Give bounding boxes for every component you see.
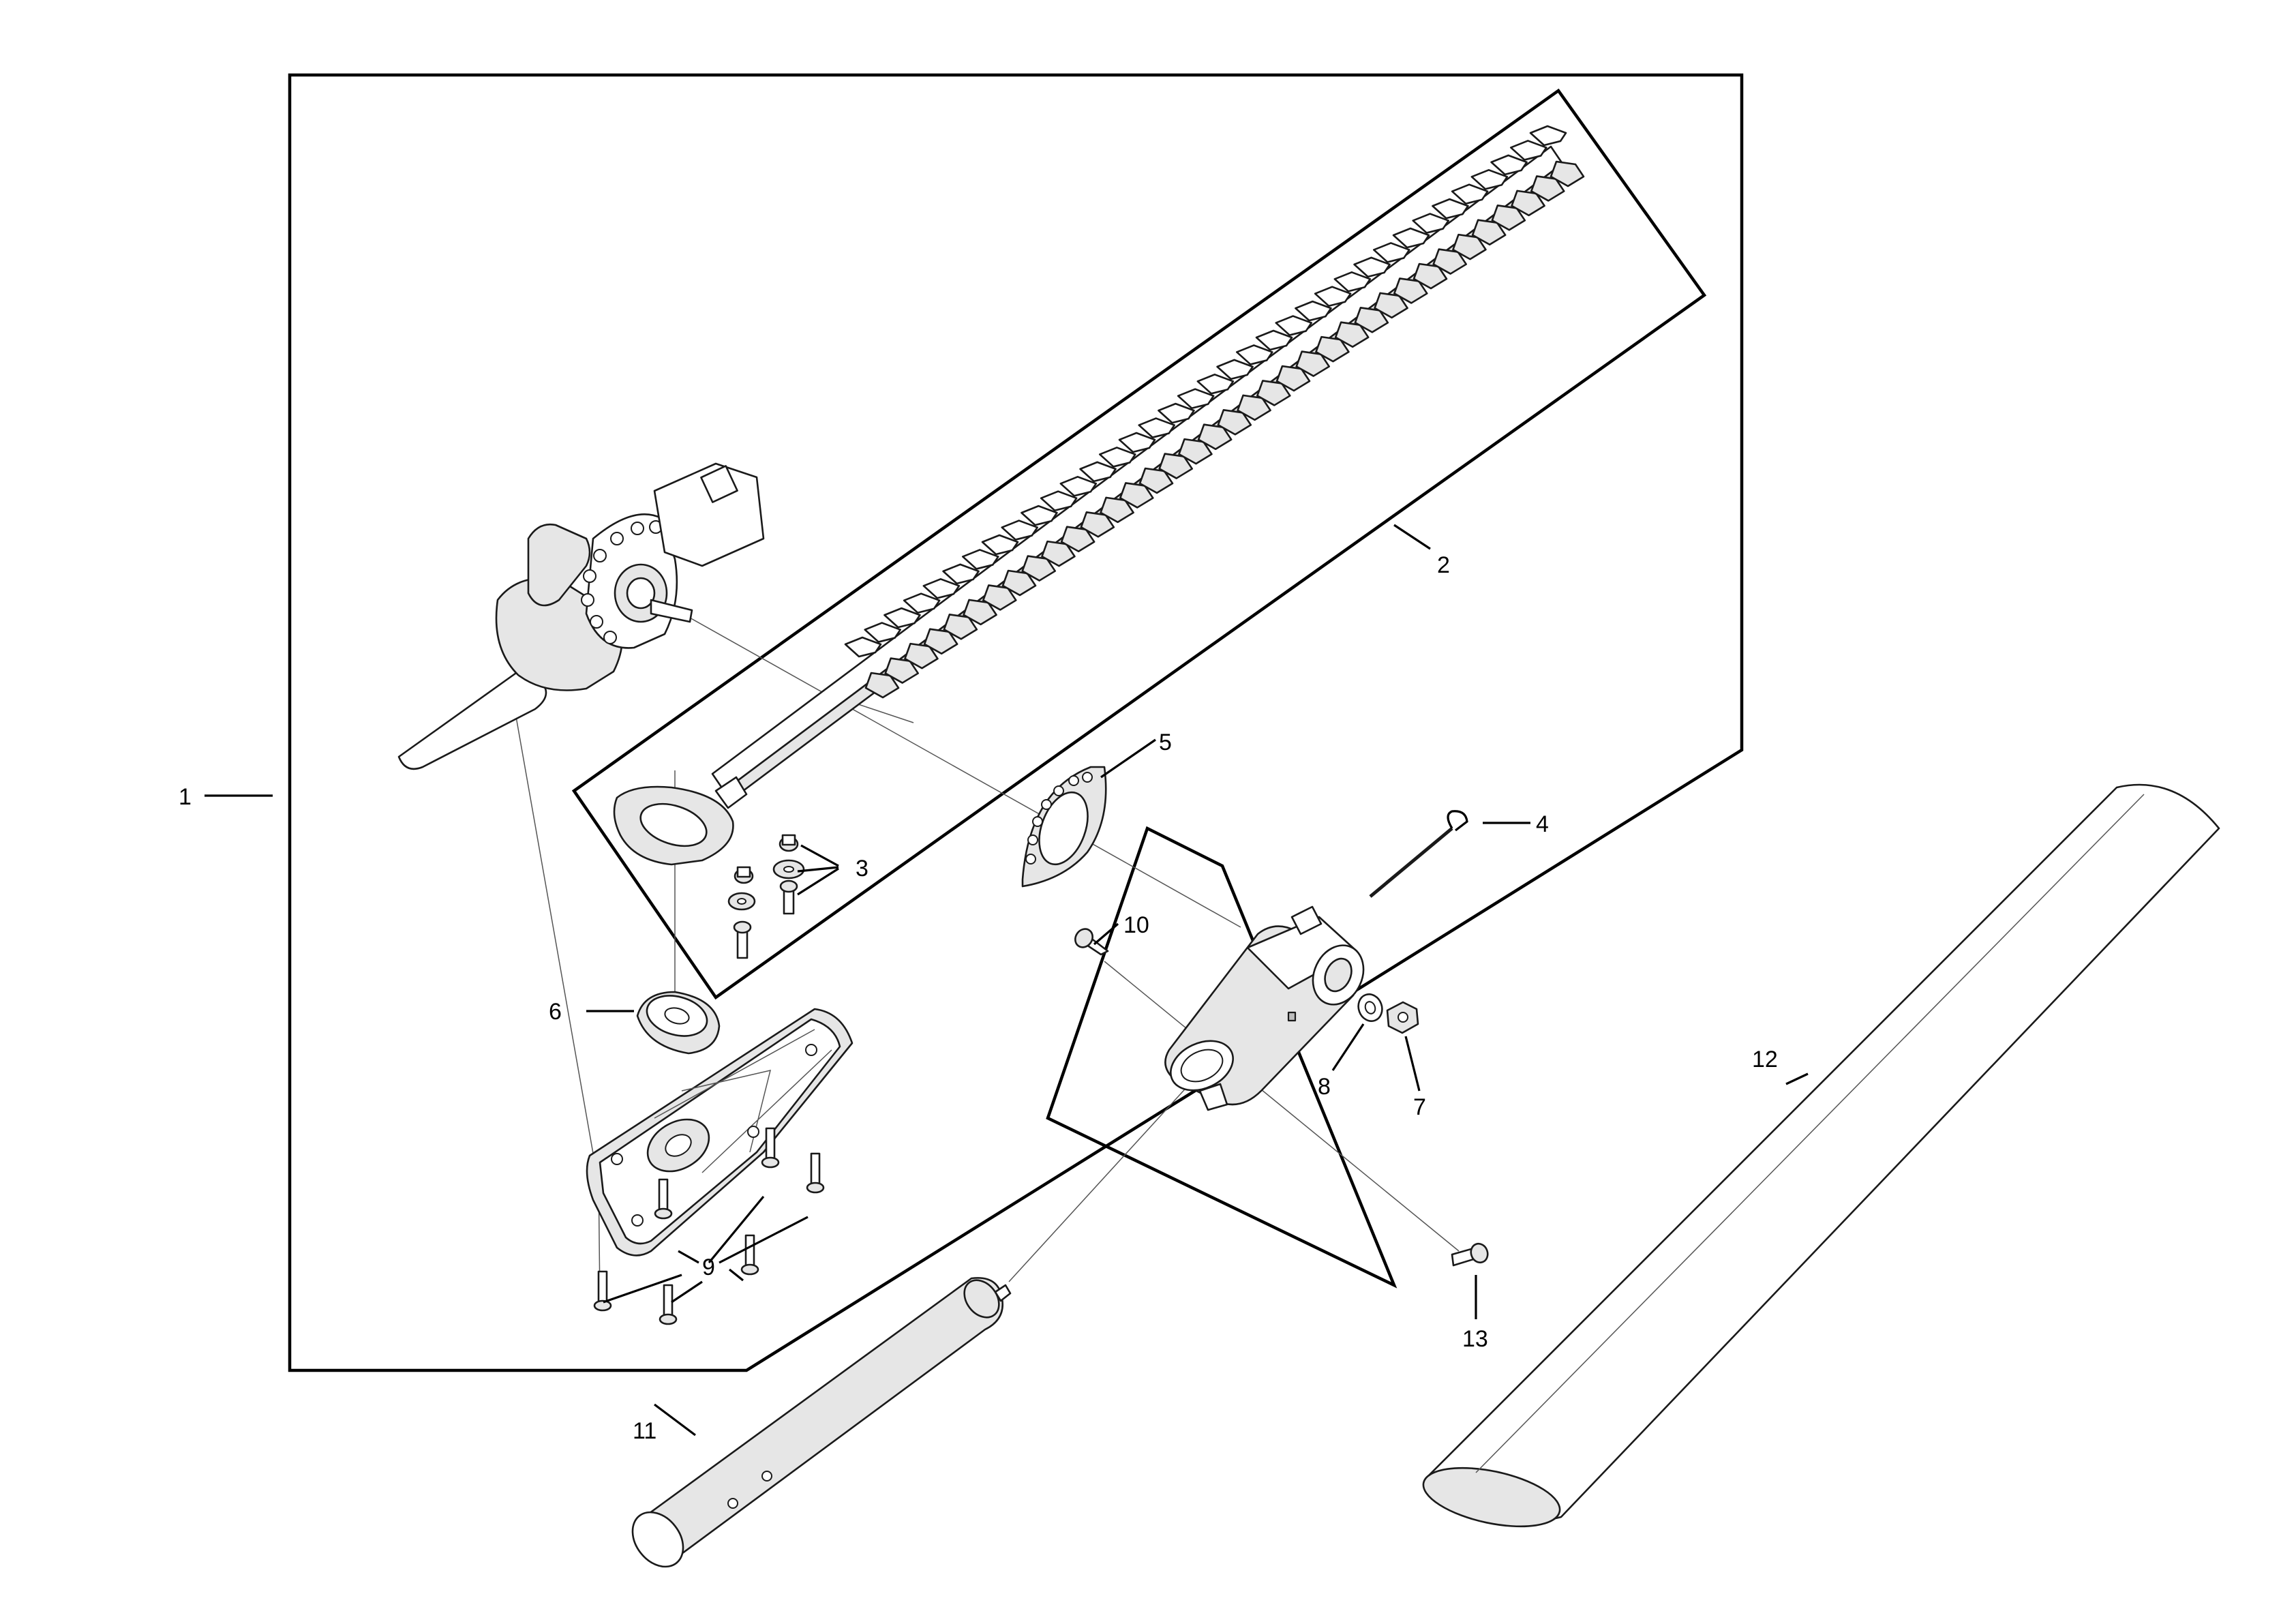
blade-tooth (844, 636, 882, 658)
blade-tooth (864, 622, 902, 643)
blade-cover (1422, 783, 2220, 1528)
blade-tooth (1451, 183, 1489, 205)
plate-screw (593, 1270, 612, 1312)
plate-screw (654, 1178, 673, 1220)
callout-5: 5 (1159, 730, 1172, 755)
callout-1: 1 (179, 784, 192, 810)
callout-11: 11 (633, 1418, 656, 1444)
leader-lines (205, 524, 1809, 1437)
coupler-housing (1164, 905, 1365, 1111)
blade-tooth (903, 592, 941, 614)
blade-tooth (1177, 388, 1215, 410)
blade-tooth (922, 577, 961, 599)
blade-tooth (1470, 168, 1509, 190)
assembly-guide-lines (514, 616, 1460, 1303)
gear-housing-group-outline (1046, 826, 1398, 1289)
gear-head (397, 462, 765, 770)
plate-screw (806, 1152, 825, 1194)
washer (1357, 993, 1383, 1022)
blade-teeth-lower (864, 160, 1585, 699)
callout-12: 12 (1752, 1047, 1778, 1072)
blade-tooth (1158, 402, 1195, 424)
blade-tooth (1412, 213, 1450, 234)
blade-tooth (1432, 198, 1469, 220)
blade-assembly-2-outline (571, 88, 1707, 1000)
blade-tooth (1372, 242, 1410, 263)
blade-tooth (1118, 432, 1156, 453)
hedge-trimmer-blade (613, 125, 1585, 866)
callout-7: 7 (1413, 1094, 1426, 1120)
blade-tooth (981, 534, 1019, 556)
blade-tooth (1275, 315, 1313, 336)
blade-tooth (1079, 461, 1117, 483)
gear-flange-holes (581, 520, 663, 644)
blade-tooth (1353, 256, 1391, 278)
blade-screws (727, 834, 805, 959)
nut (1386, 1001, 1419, 1034)
blade-tooth (1529, 125, 1567, 147)
callout-10: 10 (1123, 912, 1149, 938)
blade-tooth (1314, 286, 1352, 307)
callout-4: 4 (1536, 811, 1549, 837)
callout-labels: 1 2 3 4 5 6 7 8 9 10 11 12 13 (179, 552, 1778, 1444)
blade-tooth (1235, 344, 1273, 365)
drive-shaft-tube (631, 1277, 1012, 1568)
screw-10 (1074, 928, 1109, 956)
blade-tooth (1490, 154, 1528, 176)
blade-tooth (942, 563, 980, 585)
blade-tooth (1040, 490, 1078, 512)
screw-13 (1451, 1242, 1489, 1267)
blade-tooth (1550, 160, 1585, 187)
blade-tooth (1255, 329, 1293, 351)
callout-2: 2 (1437, 552, 1450, 578)
plate-screw (761, 1127, 780, 1169)
plate-screw (740, 1234, 759, 1276)
guard-ring (1021, 766, 1107, 888)
gear-plate (586, 1008, 854, 1257)
retaining-pin (1369, 810, 1468, 898)
callout-6: 6 (549, 999, 562, 1025)
blade-tooth (1098, 447, 1136, 468)
callout-13: 13 (1462, 1326, 1488, 1352)
blade-tooth (1333, 271, 1372, 292)
callout-8: 8 (1318, 1074, 1331, 1100)
blade-tooth (1216, 359, 1254, 380)
blade-tooth (883, 607, 921, 629)
blade-tooth (1021, 505, 1058, 526)
blade-tooth (1392, 227, 1430, 249)
blade-tooth (1138, 417, 1176, 438)
blade-tooth (1001, 520, 1039, 541)
blade-tooth (1196, 373, 1235, 395)
blade-tooth (1059, 475, 1098, 497)
plate-screw (659, 1284, 678, 1325)
blade-tooth (1509, 140, 1547, 161)
callout-9: 9 (702, 1254, 715, 1280)
blade-teeth-upper (844, 125, 1567, 658)
grommet (636, 991, 721, 1055)
plate-screws (593, 1127, 825, 1325)
callout-3: 3 (856, 856, 868, 882)
blade-tooth (961, 549, 999, 570)
blade-tooth (1295, 300, 1332, 322)
